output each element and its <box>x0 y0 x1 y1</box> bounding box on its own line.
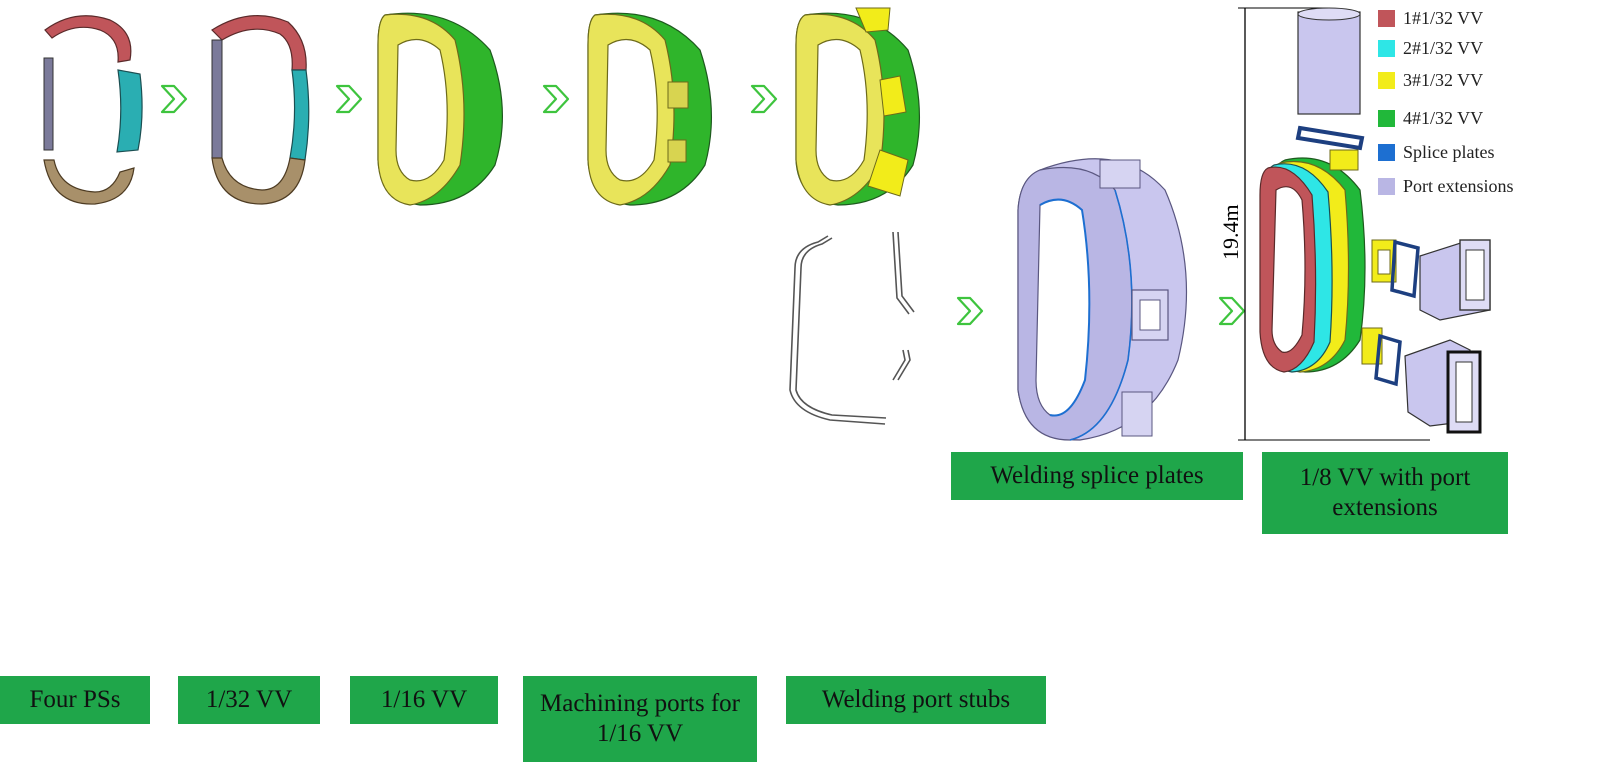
vv-1-16-top-illustration <box>377 12 503 206</box>
four-pss-top-illustration <box>43 15 143 205</box>
height-dimension-label: 19.4m <box>1218 204 1243 260</box>
chevron-right-icon <box>335 84 363 114</box>
welding-splice-plates-illustration <box>1017 158 1188 441</box>
stage-label-1-32-vv: 1/32 VV <box>178 676 320 724</box>
chevron-right-icon <box>160 84 188 114</box>
splice-plates-outline-illustration <box>789 231 915 425</box>
chevron-right-icon <box>542 84 570 114</box>
legend-item-port-extensions: Port extensions <box>1378 176 1514 197</box>
legend-swatch-red <box>1378 10 1395 27</box>
legend-item-1-32-vv-2: 2#1/32 VV <box>1378 38 1483 59</box>
legend-swatch-yellow <box>1378 72 1395 89</box>
legend-item-splice-plates: Splice plates <box>1378 142 1494 163</box>
stage-label-1-8-vv: 1/8 VV with port extensions <box>1262 452 1508 534</box>
legend-swatch-green <box>1378 110 1395 127</box>
vv-1-32-top-illustration <box>211 15 310 205</box>
stage-label-welding-splice-plates: Welding splice plates <box>951 452 1243 500</box>
legend-item-1-32-vv-3: 3#1/32 VV <box>1378 70 1483 91</box>
legend-label: 3#1/32 VV <box>1403 70 1484 90</box>
chevron-right-icon <box>750 84 778 114</box>
legend-item-1-32-vv-4: 4#1/32 VV <box>1378 108 1483 129</box>
stage-label-1-16-vv: 1/16 VV <box>350 676 498 724</box>
legend-swatch-cyan <box>1378 40 1395 57</box>
stage-label-four-pss: Four PSs <box>0 676 150 724</box>
legend-label: 4#1/32 VV <box>1403 108 1484 128</box>
legend-item-1-32-vv-1: 1#1/32 VV <box>1378 8 1483 29</box>
legend-label: 1#1/32 VV <box>1403 8 1484 28</box>
stage-label-welding-port-stubs: Welding port stubs <box>786 676 1046 724</box>
legend-swatch-blue <box>1378 144 1395 161</box>
legend-swatch-lavender <box>1378 178 1395 195</box>
vv-1-8-exploded-illustration <box>1238 7 1491 441</box>
legend-label: Port extensions <box>1403 176 1514 196</box>
legend-label: Splice plates <box>1403 142 1495 162</box>
chevron-right-icon <box>956 296 984 326</box>
legend-label: 2#1/32 VV <box>1403 38 1484 58</box>
chevron-right-icon <box>1218 296 1246 326</box>
stage-label-machining-ports: Machining ports for 1/16 VV <box>523 676 757 762</box>
welding-port-stubs-top-illustration <box>795 7 921 206</box>
machining-ports-top-illustration <box>587 12 713 206</box>
